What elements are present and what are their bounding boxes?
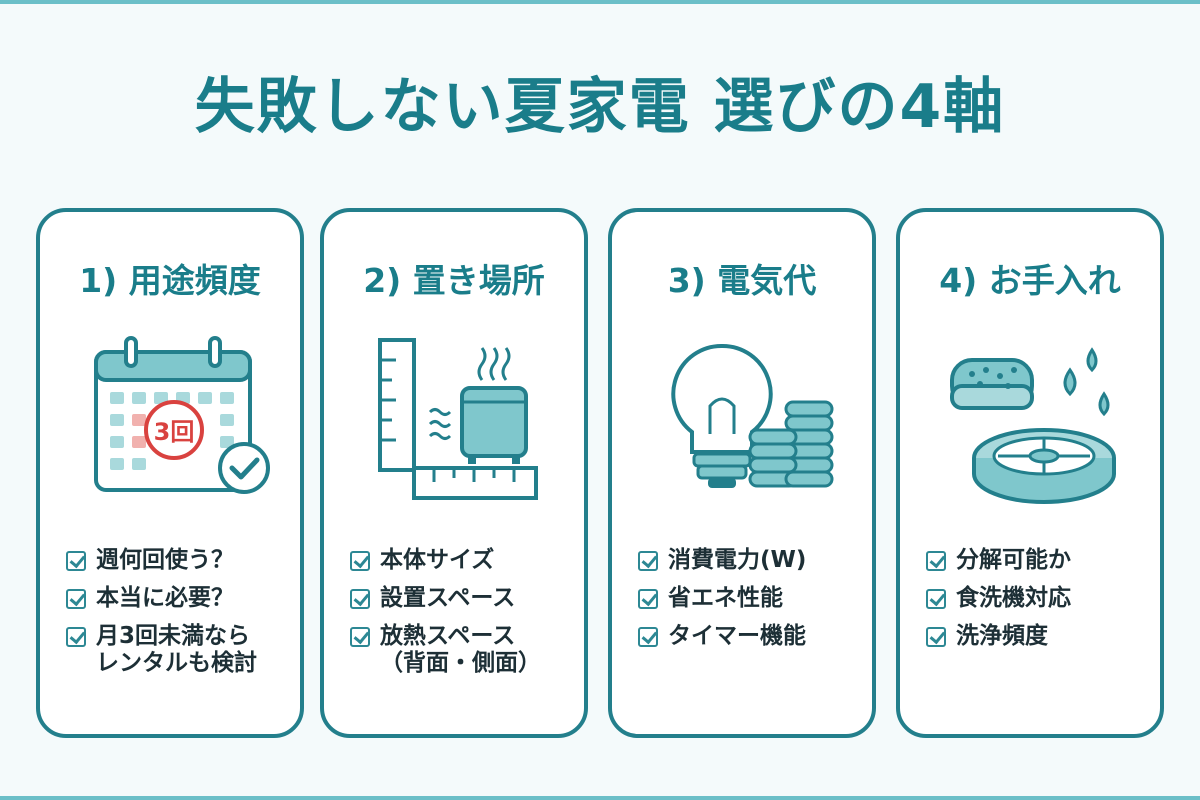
ruler-appliance-icon <box>378 338 538 500</box>
checkbox-icon <box>66 551 86 571</box>
lightbulb-coins-icon <box>671 343 834 488</box>
list-item: タイマー機能 <box>638 623 862 650</box>
checkbox-icon <box>926 627 946 647</box>
checkbox-icon <box>638 551 658 571</box>
list-item: 週何回使う？ <box>66 547 290 574</box>
card-usage-frequency: 1) 用途頻度 3回 週何回使う？ 本当に必要？ 月3回未満なら レンタルも検討 <box>36 208 304 738</box>
list-item: 設置スペース <box>350 585 574 612</box>
calendar-icon: 3回 <box>94 336 270 494</box>
checklist: 消費電力(W) 省エネ性能 タイマー機能 <box>638 547 862 661</box>
card-title: 4) お手入れ <box>939 261 1121 300</box>
list-item: 本当に必要？ <box>66 585 290 612</box>
list-item: 省エネ性能 <box>638 585 862 612</box>
checkbox-icon <box>350 551 370 571</box>
list-item: 放熱スペース （背面・側面） <box>350 623 574 677</box>
sponge-filter-icon <box>950 347 1116 504</box>
checkbox-icon <box>638 627 658 647</box>
list-item: 消費電力(W) <box>638 547 862 574</box>
checkbox-icon <box>350 627 370 647</box>
checkbox-icon <box>926 551 946 571</box>
bottom-border <box>0 796 1200 800</box>
top-border <box>0 0 1200 4</box>
card-title: 1) 用途頻度 <box>79 261 261 300</box>
card-maintenance: 4) お手入れ 分解可能か 食洗機対応 洗浄頻度 <box>896 208 1164 738</box>
checkbox-icon <box>926 589 946 609</box>
checkbox-icon <box>66 589 86 609</box>
checklist: 週何回使う？ 本当に必要？ 月3回未満なら レンタルも検討 <box>66 547 290 688</box>
list-item: 食洗機対応 <box>926 585 1150 612</box>
frequency-badge: 3回 <box>154 418 195 446</box>
checkbox-icon <box>638 589 658 609</box>
checkbox-icon <box>350 589 370 609</box>
list-item: 分解可能か <box>926 547 1150 574</box>
card-placement: 2) 置き場所 本体サイズ 設置スペース 放熱スペース （背面・側面） <box>320 208 588 738</box>
checkbox-icon <box>66 627 86 647</box>
list-item: 月3回未満なら レンタルも検討 <box>66 623 290 677</box>
checklist: 本体サイズ 設置スペース 放熱スペース （背面・側面） <box>350 547 574 688</box>
list-item: 本体サイズ <box>350 547 574 574</box>
card-title: 3) 電気代 <box>667 261 817 300</box>
page-title: 失敗しない夏家電 選びの4軸 <box>194 72 1006 142</box>
list-item: 洗浄頻度 <box>926 623 1150 650</box>
checklist: 分解可能か 食洗機対応 洗浄頻度 <box>926 547 1150 661</box>
card-electricity-cost: 3) 電気代 消費電力(W) 省エネ性能 タイマー機能 <box>608 208 876 738</box>
card-title: 2) 置き場所 <box>363 261 545 300</box>
